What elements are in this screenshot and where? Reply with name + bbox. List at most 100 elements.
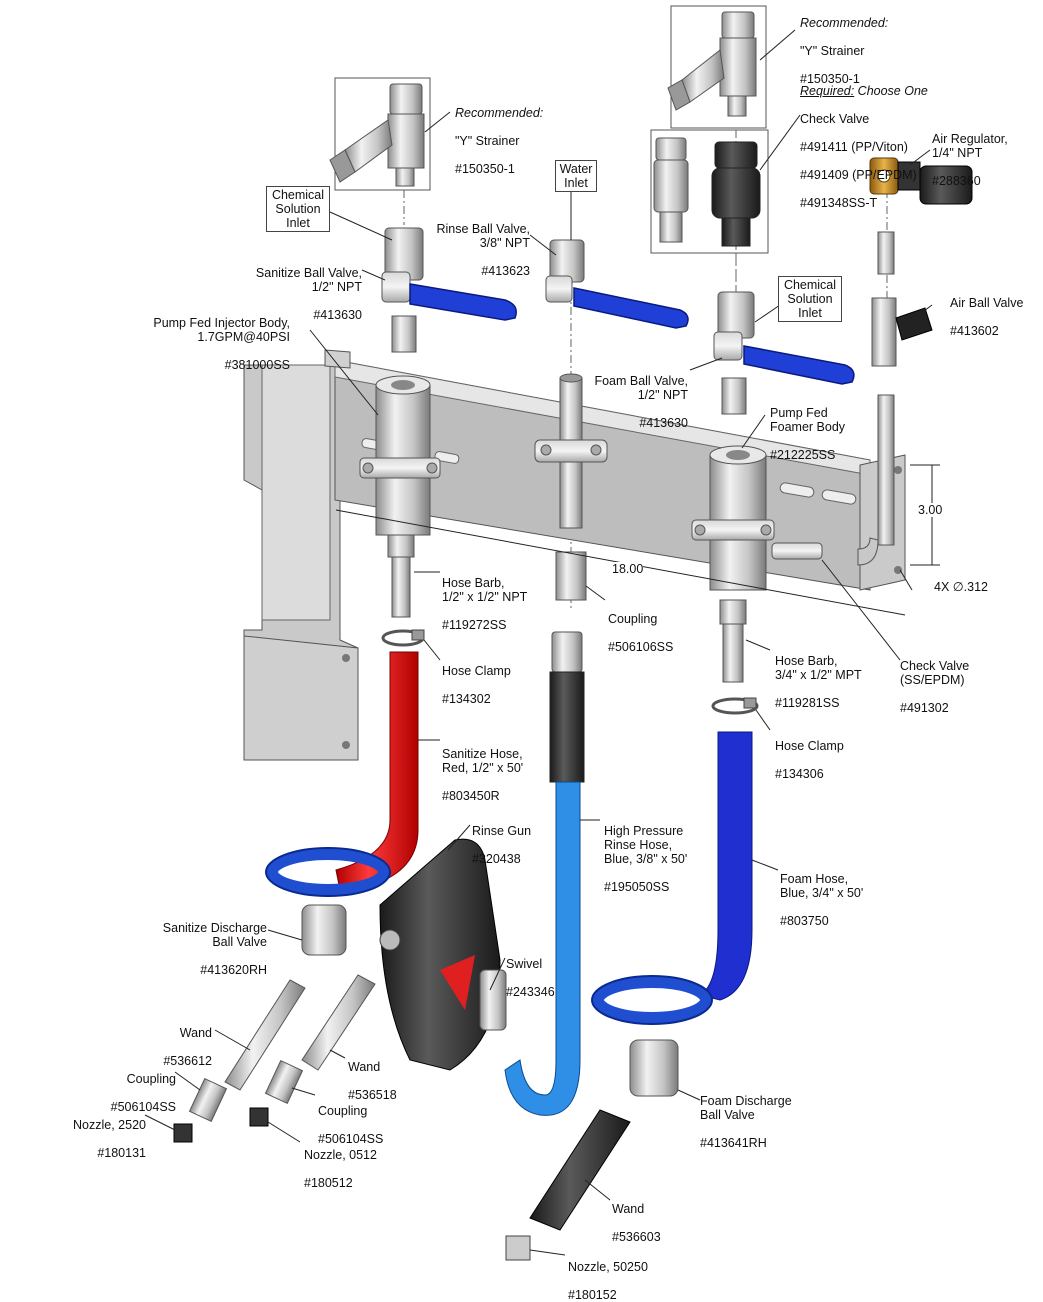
wand-left-name: Wand bbox=[179, 1026, 212, 1040]
wand-bottom bbox=[529, 1109, 631, 1231]
injector-body bbox=[359, 375, 441, 536]
wand-mid-part: #536518 bbox=[348, 1088, 397, 1102]
check-valve-required: Required: bbox=[800, 84, 855, 98]
y-strainer-icon bbox=[329, 83, 425, 187]
hp-rinse-hose-part: #195050SS bbox=[604, 880, 670, 894]
hose-clamp-icon bbox=[381, 629, 425, 647]
coupling-mid bbox=[264, 1059, 304, 1105]
water-inlet-box: Water Inlet bbox=[555, 160, 597, 192]
leader-lines bbox=[144, 29, 933, 1256]
hose-clamp-left-part: #134302 bbox=[442, 692, 491, 706]
foam-ball-valve-label: Foam Ball Valve, 1/2" NPT #413630 bbox=[570, 360, 688, 430]
coupling-center-part: #506106SS bbox=[608, 640, 674, 654]
hose-barb-left-label: Hose Barb, 1/2" x 1/2" NPT #119272SS bbox=[442, 562, 527, 632]
check-valve-choose-label: Required: Choose One Check Valve #491411… bbox=[800, 70, 928, 210]
sanitize-ball-valve-label: Sanitize Ball Valve, 1/2" NPT #413630 bbox=[232, 252, 362, 322]
nozzle-left-name: Nozzle, 2520 bbox=[73, 1118, 146, 1132]
coupling-center bbox=[555, 551, 587, 601]
sanitize-hose-part: #803450R bbox=[442, 789, 500, 803]
rinse-ball-valve-part: #413623 bbox=[481, 264, 530, 278]
ball-valve-icon bbox=[381, 227, 517, 353]
wand-mid bbox=[301, 974, 376, 1071]
nozzle-left-part: #180131 bbox=[97, 1146, 146, 1160]
rinse-gun-icon bbox=[379, 838, 507, 1071]
strainer-right-part: #150350-1 bbox=[800, 72, 860, 86]
wand-mid-name: Wand bbox=[348, 1060, 381, 1074]
wand-bottom-part: #536603 bbox=[612, 1230, 661, 1244]
foam-discharge-part: #413641RH bbox=[700, 1136, 767, 1150]
check-valve-option-2: #491409 (PP/EPDM) bbox=[800, 168, 917, 182]
check-valve-choose-one: Choose One bbox=[854, 84, 928, 98]
rinse-ball-valve-name: Rinse Ball Valve, 3/8" NPT bbox=[436, 222, 530, 250]
sanitize-discharge-valve bbox=[265, 847, 391, 956]
hose-clamp-icon bbox=[711, 697, 759, 715]
air-ball-valve-part: #413602 bbox=[950, 324, 999, 338]
foam-discharge-label: Foam Discharge Ball Valve #413641RH bbox=[700, 1080, 792, 1150]
hose-clamp-left-label: Hose Clamp #134302 bbox=[442, 650, 511, 706]
foam-ball-valve-name: Foam Ball Valve, 1/2" NPT bbox=[594, 374, 688, 402]
check-valve-icon bbox=[653, 137, 689, 243]
strainer-right-note: Recommended: bbox=[800, 16, 889, 30]
check-valve-option-3: #491348SS-T bbox=[800, 196, 878, 210]
dim-width: 18.00 bbox=[612, 562, 644, 576]
air-ball-valve-name: Air Ball Valve bbox=[950, 296, 1024, 310]
sanitize-hose-label: Sanitize Hose, Red, 1/2" x 50' #803450R bbox=[442, 733, 523, 803]
sanitize-discharge-name: Sanitize Discharge Ball Valve bbox=[162, 921, 267, 949]
air-regulator-part: #288360 bbox=[932, 174, 981, 188]
hp-rinse-hose-label: High Pressure Rinse Hose, Blue, 3/8" x 5… bbox=[604, 810, 687, 894]
foam-hose-part: #803750 bbox=[780, 914, 829, 928]
swivel-label: Swivel #243346 bbox=[506, 943, 555, 999]
ball-valve-icon bbox=[713, 291, 855, 415]
sanitize-discharge-label: Sanitize Discharge Ball Valve #413620RH bbox=[130, 907, 267, 977]
air-pipe bbox=[857, 231, 933, 566]
nozzle-mid-label: Nozzle, 0512 #180512 bbox=[304, 1134, 377, 1190]
check-valve-ss-label: Check Valve (SS/EPDM) #491302 bbox=[900, 645, 969, 715]
air-regulator-name: Air Regulator, 1/4" NPT bbox=[932, 132, 1008, 160]
strainer-left-note: Recommended: bbox=[455, 106, 544, 120]
strainer-right-label: Recommended: "Y" Strainer #150350-1 bbox=[800, 2, 888, 86]
foam-ball-valve-part: #413630 bbox=[639, 416, 688, 430]
hose-barb-right bbox=[719, 599, 747, 683]
air-regulator-label: Air Regulator, 1/4" NPT #288360 bbox=[932, 118, 1008, 188]
nozzle-mid-name: Nozzle, 0512 bbox=[304, 1148, 377, 1162]
check-valve-box bbox=[650, 129, 769, 254]
hp-rinse-hose-name: High Pressure Rinse Hose, Blue, 3/8" x 5… bbox=[604, 824, 688, 866]
check-valve-option-1: #491411 (PP/Viton) bbox=[800, 140, 908, 154]
foam-hose-label: Foam Hose, Blue, 3/4" x 50' #803750 bbox=[780, 858, 863, 928]
air-regulator-icon bbox=[869, 157, 973, 205]
pump-fed-foamer-label: Pump Fed Foamer Body #212225SS bbox=[770, 392, 845, 462]
check-valve-icon bbox=[711, 141, 761, 247]
rinse-hose bbox=[504, 631, 585, 1116]
wand-left-label: Wand #536612 bbox=[140, 1012, 212, 1068]
ball-valve-icon bbox=[545, 239, 689, 329]
center-pipe bbox=[534, 373, 608, 529]
hose-barb-left-name: Hose Barb, 1/2" x 1/2" NPT bbox=[442, 576, 528, 604]
hose-clamp-right-name: Hose Clamp bbox=[775, 739, 844, 753]
pump-fed-injector-name: Pump Fed Injector Body, 1.7GPM@40PSI bbox=[153, 316, 290, 344]
strainer-left-part: #150350-1 bbox=[455, 162, 515, 176]
rinse-gun-part: #320438 bbox=[472, 852, 521, 866]
sanitize-ball-valve-part: #413630 bbox=[313, 308, 362, 322]
strainer-left-label: Recommended: "Y" Strainer #150350-1 bbox=[455, 92, 543, 176]
coupling-left-name: Coupling bbox=[126, 1072, 176, 1086]
air-ball-valve-label: Air Ball Valve #413602 bbox=[950, 282, 1023, 338]
sanitize-discharge-part: #413620RH bbox=[200, 963, 267, 977]
coupling-mid-part: #506104SS bbox=[318, 1132, 384, 1146]
coupling-center-name: Coupling bbox=[608, 612, 658, 626]
dim-height: 3.00 bbox=[918, 503, 943, 517]
strainer-right-name: "Y" Strainer bbox=[800, 44, 865, 58]
coupling-mid-label: Coupling #506104SS bbox=[318, 1090, 383, 1146]
dim-holes: 4X ∅.312 bbox=[934, 580, 988, 594]
nozzle-bottom-name: Nozzle, 50250 bbox=[568, 1260, 648, 1274]
coupling-left bbox=[188, 1077, 228, 1123]
foam-discharge-name: Foam Discharge Ball Valve bbox=[700, 1094, 792, 1122]
hose-barb-right-label: Hose Barb, 3/4" x 1/2" MPT #119281SS bbox=[775, 640, 862, 710]
strainer-left-box bbox=[334, 77, 431, 191]
wand-mid-label: Wand #536518 bbox=[348, 1046, 397, 1102]
strainer-right-box bbox=[670, 5, 767, 129]
pump-fed-foamer-name: Pump Fed Foamer Body bbox=[770, 406, 846, 434]
y-strainer-icon bbox=[667, 11, 757, 117]
hose-clamp-right-part: #134306 bbox=[775, 767, 824, 781]
wand-bottom-name: Wand bbox=[612, 1202, 645, 1216]
coupling-left-label: Coupling #506104SS bbox=[96, 1058, 176, 1114]
